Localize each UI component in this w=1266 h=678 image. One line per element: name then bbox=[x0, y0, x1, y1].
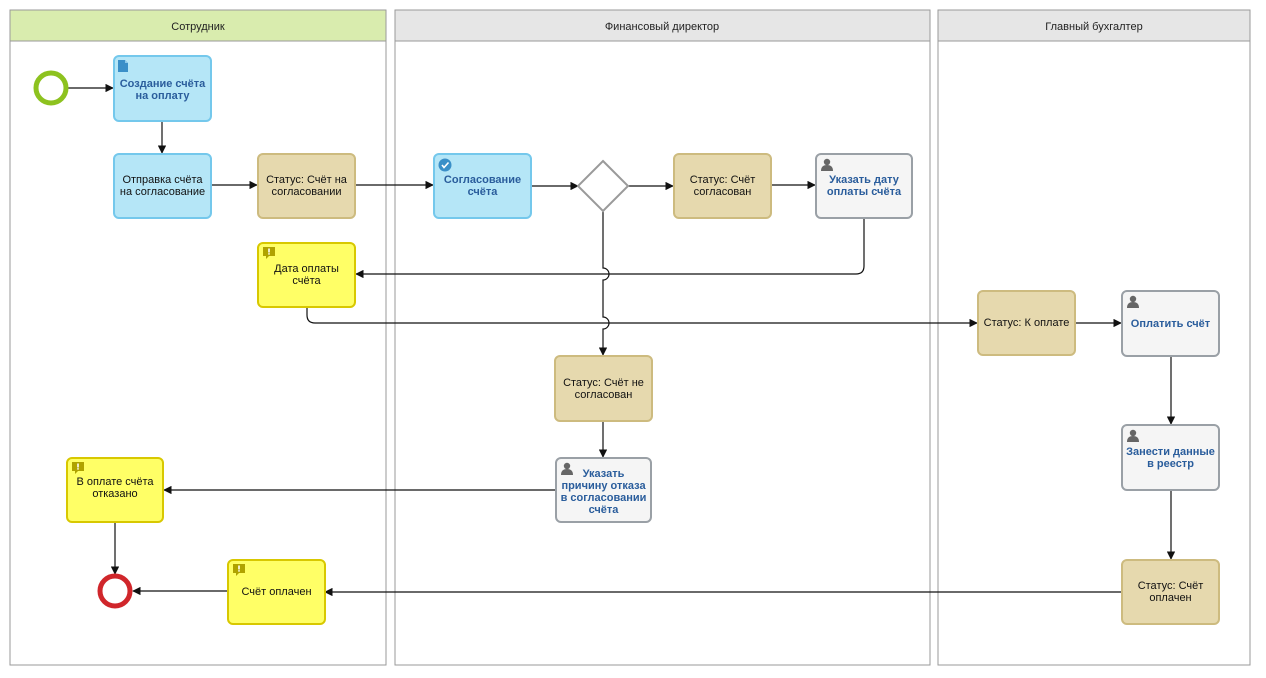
task-send-for-approval bbox=[113, 153, 212, 219]
user-task-set-payment-date bbox=[815, 153, 913, 219]
user-icon bbox=[1127, 295, 1139, 308]
status-on-approval bbox=[257, 153, 356, 219]
user-icon bbox=[561, 462, 573, 475]
task-approve-invoice bbox=[433, 153, 532, 219]
end-event bbox=[97, 573, 133, 609]
status-paid bbox=[1121, 559, 1220, 625]
notice-invoice-paid bbox=[227, 559, 326, 625]
notice-payment-refused bbox=[66, 457, 164, 523]
lane-title-finance-director: Финансовый директор bbox=[605, 21, 719, 33]
task-create-invoice bbox=[113, 55, 212, 122]
lane-chief-accountant: Главный бухгалтер bbox=[937, 9, 1251, 666]
lane-header-chief-accountant bbox=[937, 9, 1251, 42]
start-event bbox=[33, 70, 69, 106]
exclamation-icon bbox=[233, 564, 245, 576]
user-icon bbox=[1127, 429, 1139, 442]
user-task-pay-invoice bbox=[1121, 290, 1220, 357]
status-not-approved bbox=[554, 355, 653, 422]
lane-finance-director: Финансовый директор bbox=[394, 9, 931, 666]
document-icon bbox=[118, 60, 128, 72]
connectors bbox=[67, 83, 1176, 597]
check-icon bbox=[438, 158, 452, 172]
user-task-enter-register bbox=[1121, 424, 1220, 491]
lane-header-employee bbox=[9, 9, 387, 42]
exclusive-gateway bbox=[576, 159, 630, 213]
lane-title-chief-accountant: Главный бухгалтер bbox=[1045, 21, 1142, 33]
notice-payment-date bbox=[257, 242, 356, 308]
status-approved bbox=[673, 153, 772, 219]
exclamation-icon bbox=[263, 247, 275, 259]
lane-title-employee: Сотрудник bbox=[171, 21, 225, 33]
flow-gateway-to-notapproved bbox=[598, 211, 610, 356]
flow-setdate-to-notice bbox=[355, 218, 865, 279]
status-to-pay bbox=[977, 290, 1076, 356]
user-task-reason-rejection bbox=[555, 457, 652, 523]
flow-notice-to-topay bbox=[306, 307, 978, 328]
user-icon bbox=[821, 158, 833, 171]
lane-header-finance-director bbox=[394, 9, 931, 42]
exclamation-icon bbox=[72, 462, 84, 474]
